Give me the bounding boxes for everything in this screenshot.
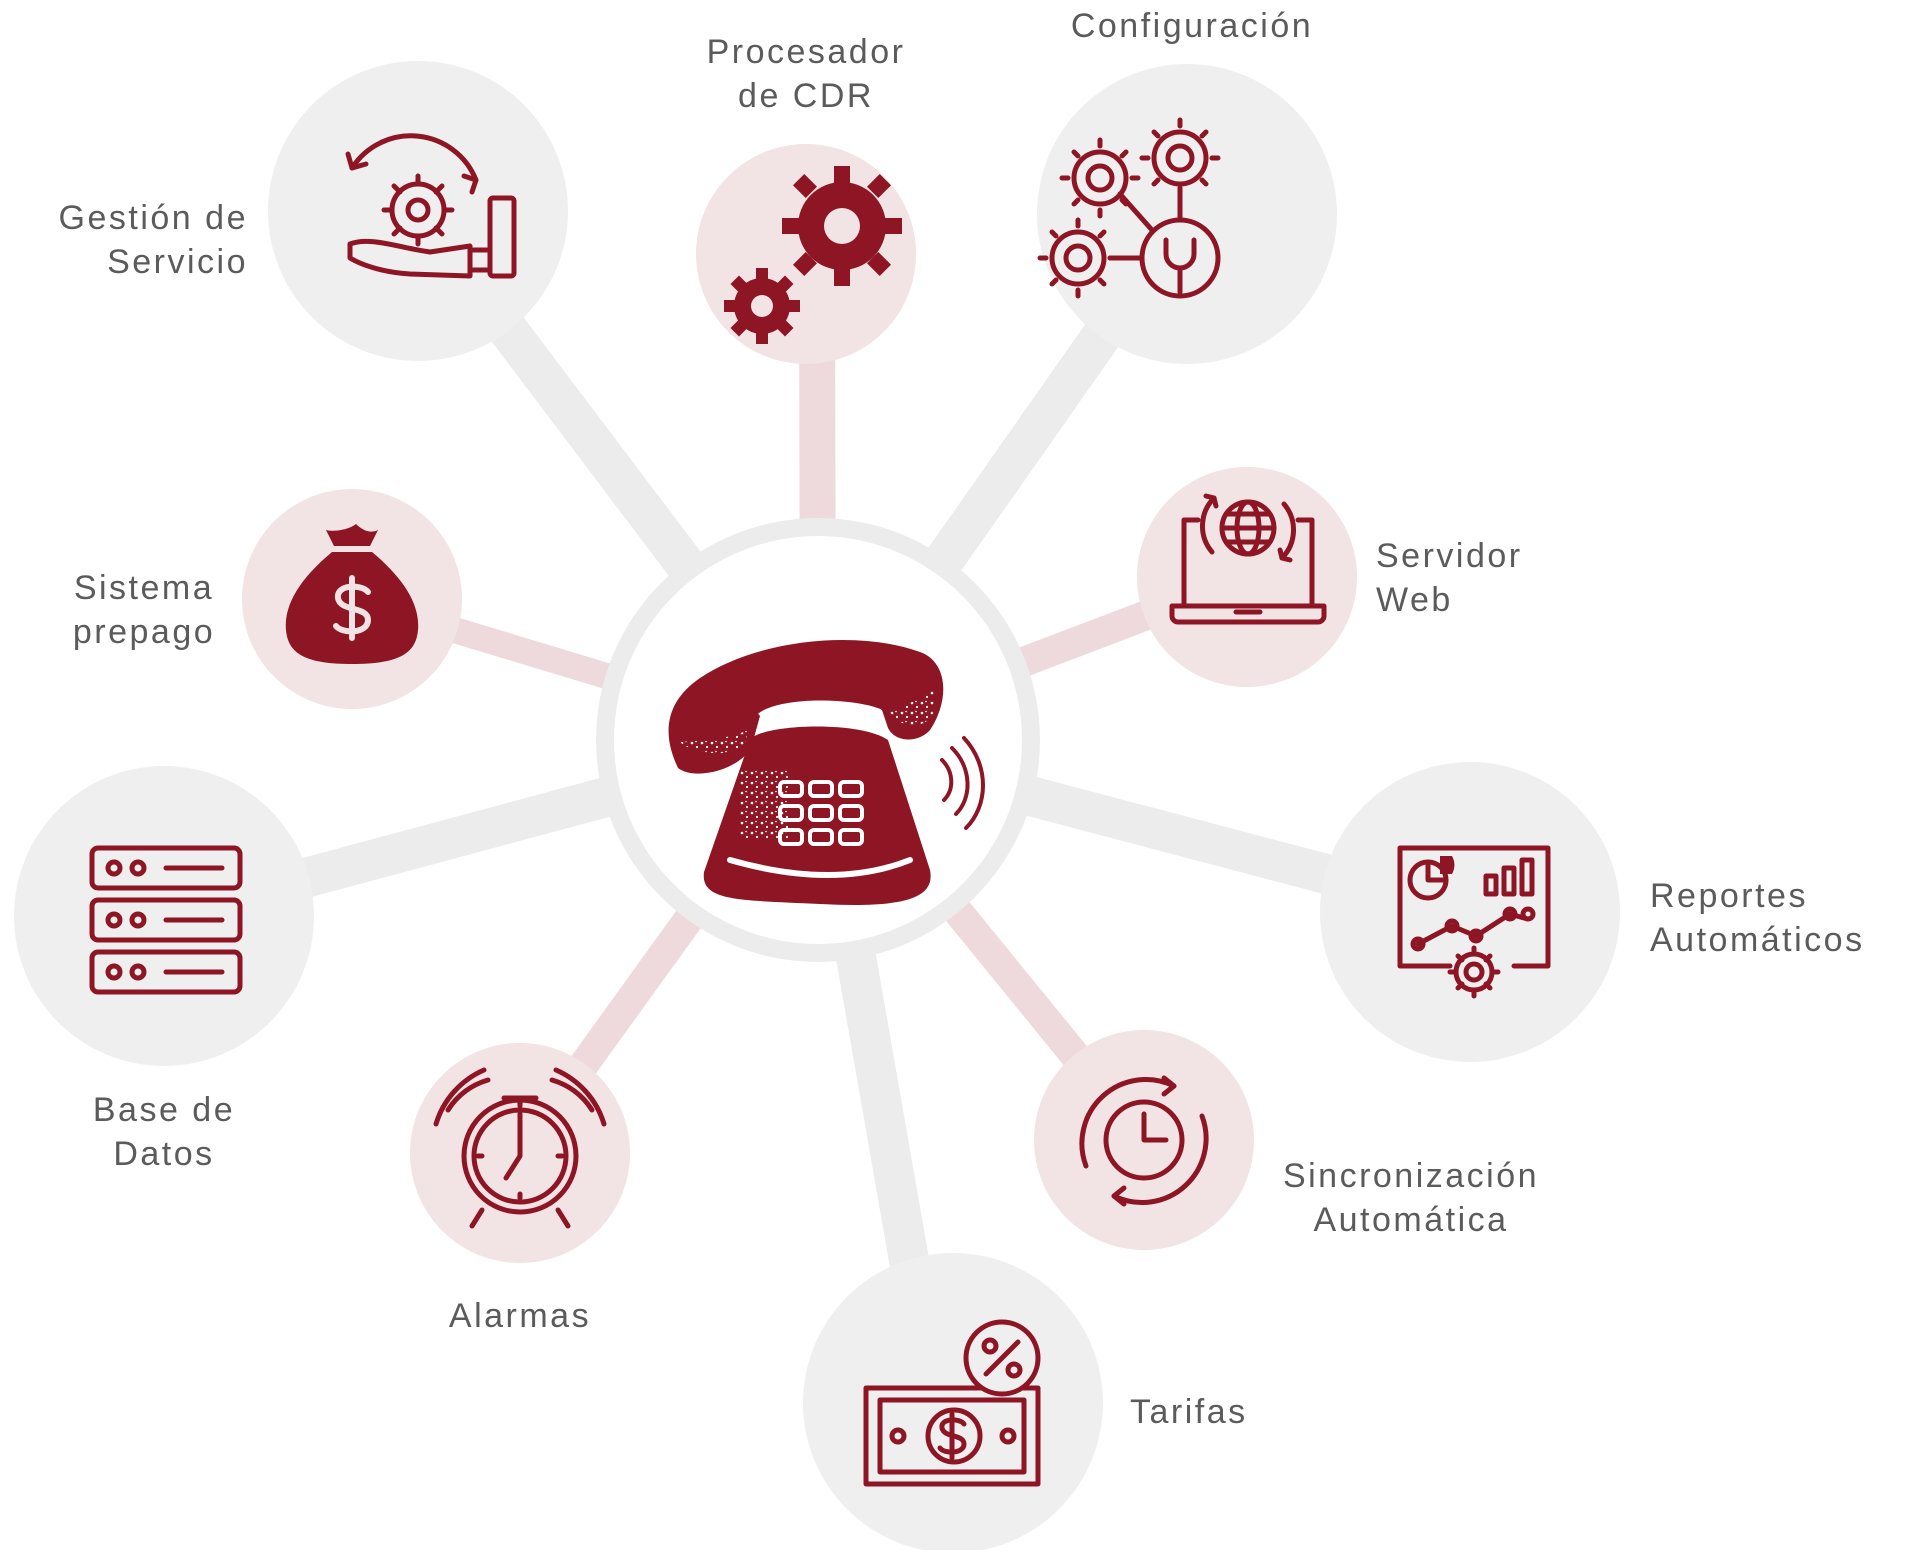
money-percent-icon [863, 1319, 1041, 1487]
alarm-clock-icon [433, 1067, 607, 1229]
label-configuracion: Configuración [1070, 7, 1314, 45]
laptop-globe-icon [1169, 493, 1327, 625]
dashboard-report-icon [1397, 845, 1551, 999]
database-server-icon [89, 845, 243, 995]
hub [596, 518, 1040, 962]
money-bag-icon [285, 524, 419, 664]
gears-icon [724, 166, 902, 344]
label-alarmas: Alarmas [448, 1297, 592, 1335]
circle-gestion-servicio [268, 61, 568, 361]
hand-gear-cycle-icon [345, 133, 517, 279]
label-tarifas: Tarifas [1130, 1393, 1248, 1431]
circle-configuracion [1037, 64, 1337, 364]
clock-sync-icon [1079, 1075, 1209, 1207]
gear-network-icon [1037, 117, 1221, 299]
circle-tarifas [803, 1253, 1103, 1553]
telephone-icon [668, 639, 985, 905]
circle-base-datos [14, 766, 314, 1066]
circle-reportes [1320, 762, 1620, 1062]
